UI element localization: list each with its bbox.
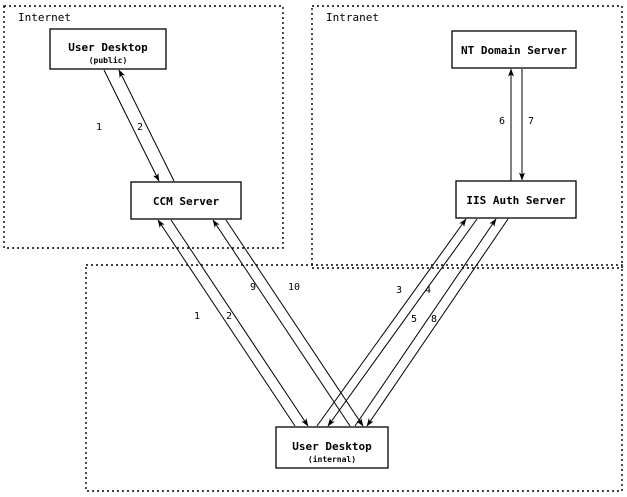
edge-label-10: 10 — [288, 282, 300, 293]
flow-lines — [103, 68, 525, 427]
flow-line-9-internal-to-ccm — [212, 219, 351, 427]
edge-number-labels: 1 2 6 7 9 10 1 2 3 4 5 8 — [96, 116, 534, 325]
zone-internet-rect — [3, 5, 284, 249]
edge-label-4: 4 — [425, 285, 431, 296]
zone-internal-lan-rect — [85, 264, 623, 492]
edge-label-5: 5 — [411, 314, 417, 325]
zone-label-intranet: Intranet — [326, 11, 379, 24]
node-title-nt-domain-server: NT Domain Server — [461, 44, 567, 57]
zone-intranet-rect — [311, 5, 623, 269]
node-nt-domain-server[interactable]: NT Domain Server — [451, 30, 577, 69]
edge-label-9: 9 — [250, 282, 256, 293]
node-title-user-desktop-public: User Desktop — [68, 41, 148, 54]
flow-line-2-ccm-to-internal — [170, 219, 309, 427]
flow-line-3-internal-to-iis — [316, 218, 467, 427]
node-ccm-server[interactable]: CCM Server — [130, 181, 242, 220]
node-subtitle-user-desktop-internal: (internal) — [308, 454, 356, 464]
edge-label-2-top: 2 — [137, 122, 143, 133]
node-user-desktop-internal[interactable]: User Desktop (internal) — [275, 426, 389, 469]
node-subtitle-user-desktop-public: (public) — [89, 55, 128, 65]
node-title-iis-auth-server: IIS Auth Server — [466, 194, 566, 207]
flow-line-5-internal-to-iis — [354, 218, 497, 427]
zone-label-internet: Internet — [18, 11, 71, 24]
node-iis-auth-server[interactable]: IIS Auth Server — [455, 180, 577, 219]
edge-label-3: 3 — [396, 285, 402, 296]
flow-line-1-internal-to-ccm — [157, 219, 296, 427]
node-rect-iis-auth-server[interactable] — [455, 180, 577, 219]
node-title-ccm-server: CCM Server — [153, 195, 220, 208]
flow-line-8-iis-to-internal — [366, 218, 509, 427]
flow-line-4-iis-to-internal — [327, 218, 478, 427]
node-title-user-desktop-internal: User Desktop — [292, 440, 372, 453]
node-rect-ccm-server[interactable] — [130, 181, 242, 220]
edge-label-6: 6 — [499, 116, 505, 127]
flow-line-10-ccm-to-internal — [225, 219, 364, 427]
flow-line-2-ccm-to-desktop — [118, 69, 175, 182]
zone-boundaries — [3, 5, 623, 492]
edge-label-2-bottom: 2 — [226, 311, 232, 322]
node-user-desktop-public[interactable]: User Desktop (public) — [49, 28, 167, 70]
node-rect-user-desktop-internal[interactable] — [275, 426, 389, 469]
edge-label-1-top: 1 — [96, 122, 102, 133]
edge-label-8: 8 — [431, 314, 437, 325]
node-rect-user-desktop-public[interactable] — [49, 28, 167, 70]
node-rect-nt-domain-server[interactable] — [451, 30, 577, 69]
edge-label-7: 7 — [528, 116, 534, 127]
flow-line-1-desktop-to-ccm — [103, 69, 160, 182]
edge-label-1-bottom: 1 — [194, 311, 200, 322]
